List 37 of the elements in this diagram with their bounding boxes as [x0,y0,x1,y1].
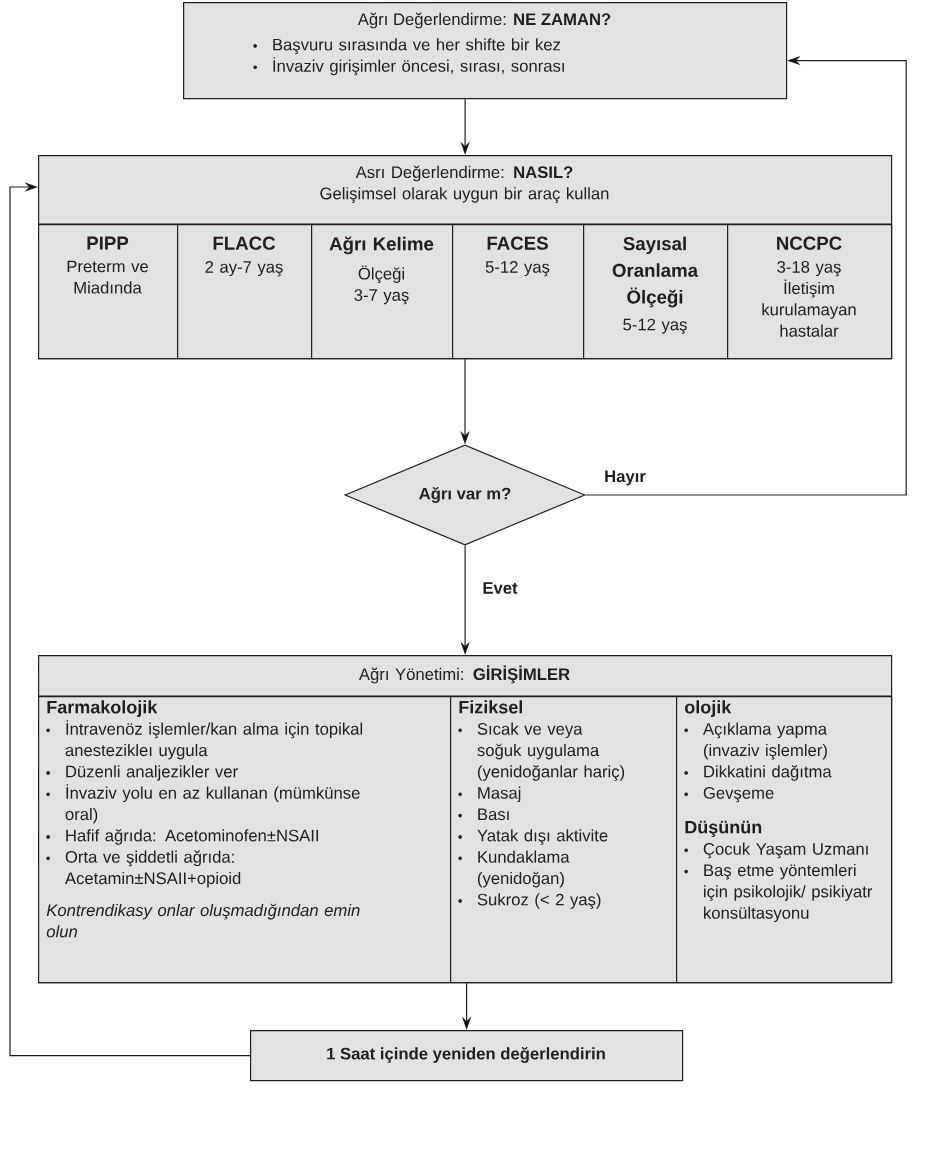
bullet-item: İnvaziv girişimler öncesi, sırası, sonrası [253,57,564,76]
column-panel [38,696,452,984]
bullet-item: Gevşeme [684,787,774,803]
bullet-item: Sukroz (< 2 yaş) [458,893,601,909]
bullet-item: Dikkatini dağıtma [684,765,832,781]
column-heading: Fiziksel [459,700,522,714]
table-cell: FLACC 2 ay-7 yaş [177,224,313,360]
bullet-item: Düzenli analjezikler ver [46,765,238,781]
bullet-item: İntravenöz işlemler/kan alma için topikal anestezikleı uygula [46,720,363,760]
bullet-item: Baş etme yöntemleri için psikolojik/ psikiyatr konsültasyonu [684,863,873,923]
bullet-item: Kundaklama (yenidoğan) [458,850,570,888]
bullet-item: Bası [458,808,509,821]
table-cell: Ağrı Kelime Ölçeği 3-7 yaş [311,224,454,360]
bullet-item: Açıklama yapma (invaziv işlemler) [684,722,828,760]
bullet-item: Başvuru sırasında ve her shifte bir kez [253,38,561,54]
table-cell: Sayısal Oranlama Ölçeği 5-12 yaş [583,224,729,360]
process-box: Ağrı Değerlendirme: NE ZAMAN? Başvuru sırasında ve her shifte bir kez İnvaziv girişimler öncesi, sırası, sonrası [183,2,788,100]
process-box: 1 Saat içinde yeniden değerlendirin [250,1030,684,1082]
edge-label: Evet [479,579,521,597]
note-text: Kontrendikasy onlar oluşmadığından emin olun [46,903,360,938]
table-cell: FACES 5-12 yaş [452,224,585,360]
table-cell: NCCPC 3-18 yaş İletişim kurulamayan hastalar [727,224,893,360]
arrow [9,182,251,1057]
bullet-item: Çocuk Yaşam Uzmanı [684,842,868,859]
bullet-item: İnvaziv yolu en az kullanan (mümkünse oral) [46,784,360,824]
table-cell: PIPP Preterm ve Miadında [38,224,179,360]
column-heading: olojik [685,700,732,718]
bullet-item: Masaj [458,786,521,803]
column-panel [676,696,893,984]
bullet-item: Orta ve şiddetli ağrıda: Acetamin±NSAII+opioid [46,850,241,888]
column-heading: Düşünün [685,820,762,838]
column-heading: Farmakolojik [47,700,158,718]
edge-label: Hayır [601,467,649,489]
column-panel [450,696,678,984]
bullet-item: Sıcak ve veya soğuk uygulama (yenidoğanlar hariç) [458,722,625,781]
bullet-item: Yatak dışı aktivite [458,829,608,845]
bullet-item: Hafif ağrıda: Acetominofen±NSAII [46,829,318,845]
